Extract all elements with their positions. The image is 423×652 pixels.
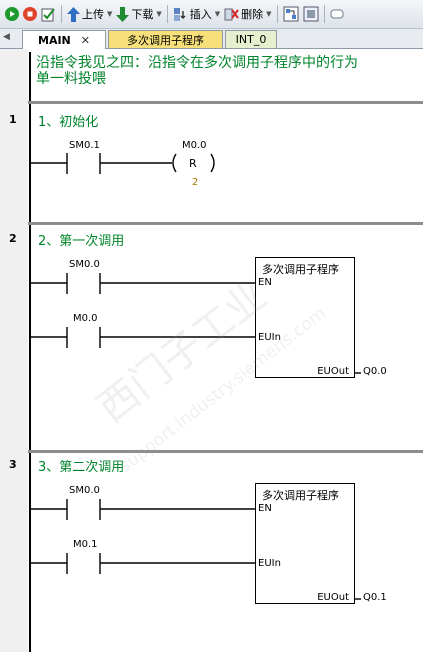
- coil-operand[interactable]: M0.0: [182, 140, 207, 151]
- network-grid-icon: [283, 6, 299, 22]
- network-view-button[interactable]: [281, 3, 301, 25]
- network-number: 2: [9, 232, 17, 245]
- toolbar-separator: [276, 5, 278, 23]
- delete-icon: [224, 8, 239, 20]
- insert-dropdown-icon[interactable]: ▼: [214, 10, 221, 18]
- contact-operand[interactable]: SM0.1: [69, 140, 100, 151]
- block-title: 多次调用子程序: [262, 263, 339, 276]
- network-number: 1: [9, 113, 17, 126]
- pin-output: EUOut: [317, 366, 349, 377]
- subroutine-block[interactable]: 多次调用子程序 EN EUIn EUOut: [255, 483, 355, 604]
- tab-main-label: MAIN: [38, 33, 71, 47]
- comment-rail: [29, 52, 31, 102]
- pin-output: EUOut: [317, 592, 349, 603]
- symbol-table-icon: [303, 6, 319, 22]
- stop-icon: [23, 7, 37, 21]
- coil-count[interactable]: 2: [192, 177, 199, 188]
- tab-subroutine-label: 多次调用子程序: [127, 33, 204, 47]
- toolbar: 上传 ▼ 下载 ▼ 插入 ▼ 删除 ▼: [0, 0, 423, 29]
- insert-label: 插入: [189, 8, 212, 21]
- power-rail: [29, 453, 31, 652]
- insert-icon: [173, 7, 186, 21]
- download-button[interactable]: 下载 ▼: [114, 3, 163, 25]
- pin-en: EN: [258, 277, 272, 288]
- network-separator: [28, 450, 423, 453]
- network-title: 1、初始化: [38, 115, 99, 130]
- close-icon[interactable]: ✕: [80, 33, 90, 47]
- download-label: 下载: [131, 8, 154, 21]
- power-rail: [29, 225, 31, 450]
- contact-operand[interactable]: M0.1: [73, 539, 98, 550]
- tab-main[interactable]: MAIN ✕: [22, 30, 106, 49]
- network-title: 2、第一次调用: [38, 234, 125, 249]
- insert-button[interactable]: 插入 ▼: [171, 3, 222, 25]
- stop-button[interactable]: [21, 3, 39, 25]
- tab-subroutine[interactable]: 多次调用子程序: [108, 30, 223, 48]
- contact-operand[interactable]: SM0.0: [69, 259, 100, 270]
- pin-input: EUIn: [258, 332, 281, 343]
- subroutine-block[interactable]: 多次调用子程序 EN EUIn EUOut: [255, 257, 355, 378]
- delete-dropdown-icon[interactable]: ▼: [266, 10, 272, 18]
- more-button[interactable]: [328, 3, 346, 25]
- contact-operand[interactable]: SM0.0: [69, 485, 100, 496]
- network-separator: [28, 101, 423, 104]
- run-icon: [5, 7, 19, 21]
- tab-interrupt-label: INT_0: [235, 33, 267, 46]
- upload-dropdown-icon[interactable]: ▼: [107, 10, 113, 18]
- symbol-view-button[interactable]: [301, 3, 321, 25]
- toolbar-separator: [323, 5, 325, 23]
- ladder-editor[interactable]: [28, 49, 423, 652]
- output-operand[interactable]: Q0.0: [363, 366, 387, 377]
- compile-check-icon: [41, 7, 55, 21]
- run-button[interactable]: [3, 3, 21, 25]
- upload-label: 上传: [82, 8, 104, 21]
- network-separator: [28, 222, 423, 225]
- output-operand[interactable]: Q0.1: [363, 592, 387, 603]
- program-comment-line2: 单一料投喂: [36, 71, 106, 87]
- download-arrow-icon: [116, 6, 130, 22]
- pin-input: EUIn: [258, 558, 281, 569]
- program-comment-line1: 沿指令我见之四：沿指令在多次调用子程序中的行为: [36, 55, 358, 71]
- block-title: 多次调用子程序: [262, 489, 339, 502]
- toolbar-separator: [61, 5, 62, 23]
- power-rail: [29, 104, 31, 222]
- network-number: 3: [9, 458, 17, 471]
- toolbar-separator: [166, 5, 168, 23]
- tab-scroll-left-icon[interactable]: ◀: [3, 32, 10, 42]
- tab-strip: ◀ MAIN ✕ 多次调用子程序 INT_0: [0, 29, 423, 49]
- contact-operand[interactable]: M0.0: [73, 313, 98, 324]
- delete-label: 删除: [241, 8, 264, 21]
- upload-arrow-icon: [67, 6, 80, 22]
- coil-type: R: [189, 157, 197, 170]
- more-icon: [330, 9, 344, 19]
- tab-interrupt[interactable]: INT_0: [225, 30, 277, 48]
- compile-button[interactable]: [39, 3, 58, 25]
- upload-button[interactable]: 上传 ▼: [65, 3, 114, 25]
- download-dropdown-icon[interactable]: ▼: [156, 10, 162, 18]
- network-title: 3、第二次调用: [38, 460, 125, 475]
- delete-button[interactable]: 删除 ▼: [222, 3, 273, 25]
- pin-en: EN: [258, 503, 272, 514]
